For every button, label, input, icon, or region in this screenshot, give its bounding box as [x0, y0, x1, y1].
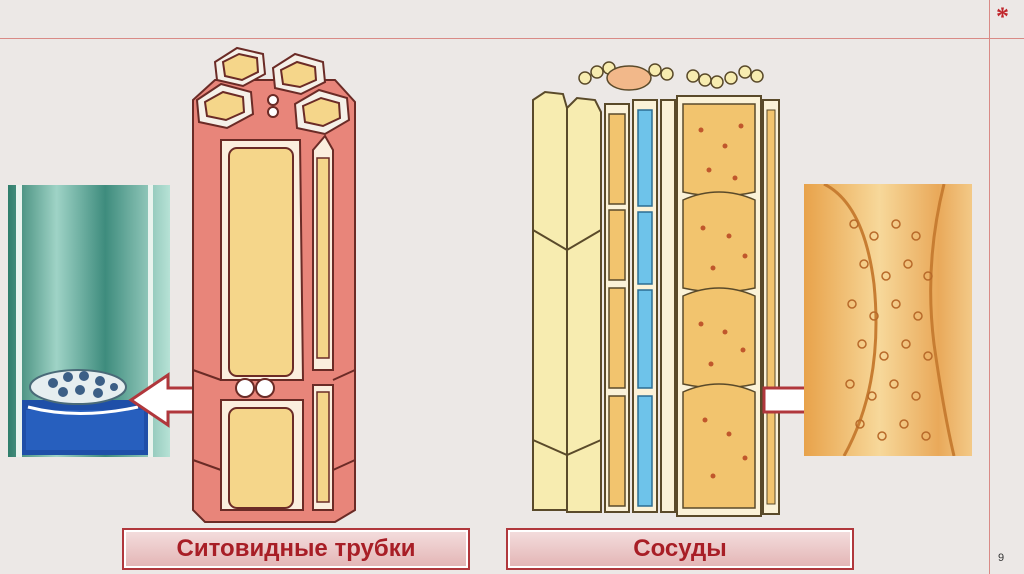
star-mark: * [996, 2, 1009, 31]
top-divider-line [0, 38, 1024, 39]
vessel-wall-photo [804, 184, 972, 456]
sieve-plate-photo [8, 185, 170, 457]
vessel-diagram [532, 61, 780, 517]
page-number: 9 [998, 552, 1005, 564]
sieve-tube-diagram [192, 46, 356, 523]
right-divider-line [989, 0, 990, 574]
vessels-label: Сосуды [506, 528, 854, 570]
sieve-tubes-label: Ситовидные трубки [122, 528, 470, 570]
